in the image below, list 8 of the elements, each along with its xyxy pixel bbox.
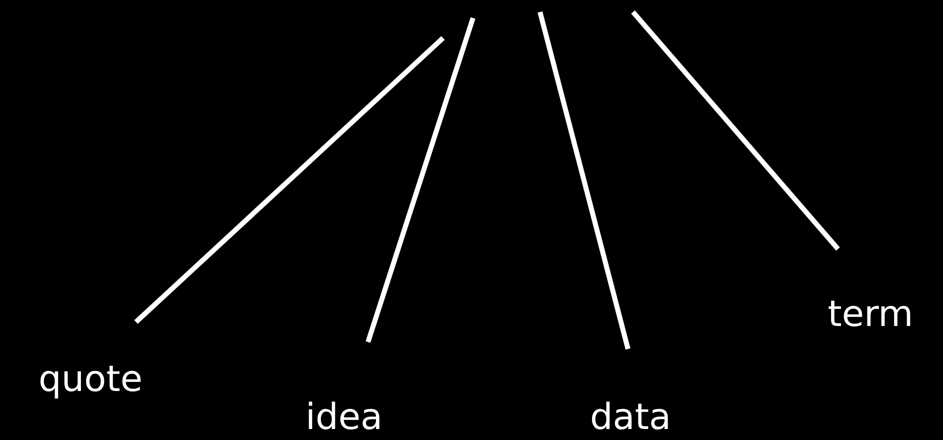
word-label: data bbox=[590, 400, 672, 440]
word-label: idea bbox=[305, 400, 383, 440]
word-label: quote bbox=[38, 362, 142, 402]
word-label: term bbox=[828, 297, 914, 337]
leader-line bbox=[366, 17, 476, 343]
leader-line bbox=[134, 36, 445, 324]
leader-line bbox=[538, 11, 630, 350]
leader-line bbox=[631, 10, 840, 251]
